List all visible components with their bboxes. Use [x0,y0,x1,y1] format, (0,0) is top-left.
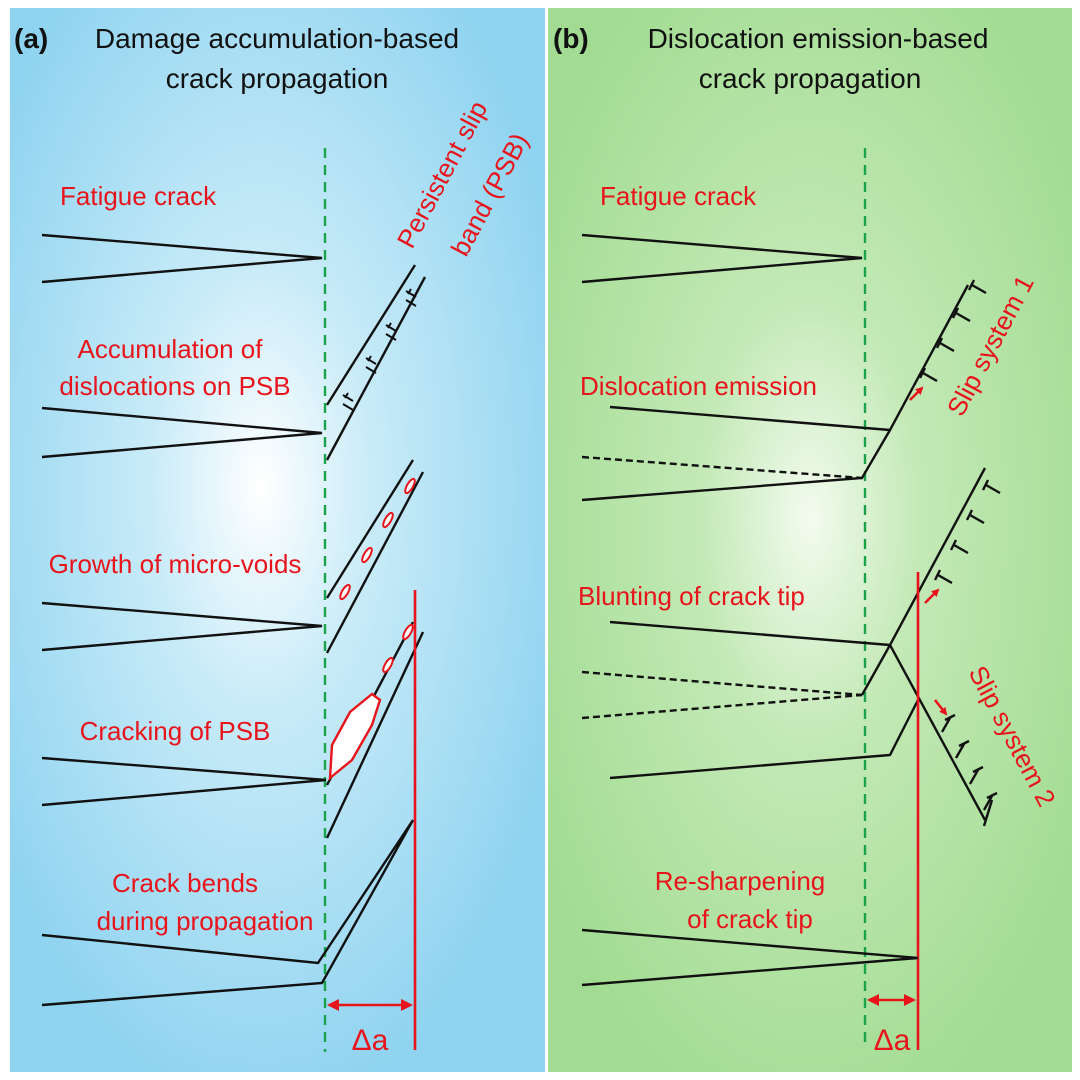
panel-b: (b) Dislocation emission-based crack pro… [548,8,1072,1072]
psb-line [325,459,415,599]
panel-a-title-2: crack propagation [166,63,389,94]
stage-a1-label: Fatigue crack [60,181,217,211]
bent-crack [41,819,415,1007]
stage-b4-label-2: of crack tip [687,904,813,934]
delta-a-label: Δa [352,1024,389,1057]
psb-line [325,276,427,461]
stage-b4-label-1: Re-sharpening [655,866,826,896]
stage-a3-label: Growth of micro-voids [49,549,302,579]
panel-b-title-2: crack propagation [699,63,922,94]
dislocation-symbols [342,288,417,411]
slip-system-2-dislocations [940,713,998,827]
slip-system-1-dislocations [933,479,1001,585]
panel-b-background [548,8,1072,1072]
slip-2-line [888,644,987,821]
previous-crack-flank [581,670,863,697]
stage-a2-label-1: Accumulation of [78,334,264,364]
slip-system-1-dislocations [918,279,987,383]
slip-direction-arrow [924,588,940,604]
psb-crack-void [328,692,382,781]
stage-a5-label-2: during propagation [97,906,314,936]
delta-a-label: Δa [874,1024,911,1057]
micro-void-icons [339,477,416,601]
slip-direction-arrow [933,699,948,716]
panel-a-title-1: Damage accumulation-based [95,23,459,54]
psb-line [325,631,425,839]
fatigue-crack [41,756,327,807]
psb-line [325,264,417,406]
stage-b2-label: Dislocation emission [580,371,817,401]
psb-line [325,471,425,654]
stage-a2-label-2: dislocations on PSB [59,371,290,401]
stage-a4-label: Cracking of PSB [80,716,271,746]
previous-crack-flank [581,693,863,720]
slip-direction-arrow [909,386,924,401]
stage-a5-label-1: Crack bends [112,868,258,898]
panel-a-tag: (a) [14,23,48,54]
crack-flank [609,620,891,647]
crack-flank [609,405,891,432]
crack-flank-slip-1 [581,284,970,502]
previous-crack-flank [581,455,863,480]
stage-b3-label: Blunting of crack tip [578,581,805,611]
fatigue-crack [41,406,323,459]
panel-a-background [10,8,545,1072]
panel-b-title-1: Dislocation emission-based [648,23,989,54]
panel-b-tag: (b) [553,23,589,54]
fatigue-crack [41,233,323,284]
fatigue-crack [581,233,863,284]
stage-b1-label: Fatigue crack [600,181,757,211]
panel-a: (a) Damage accumulation-based crack prop… [10,8,545,1072]
fatigue-crack [41,601,323,652]
micro-void-icons [382,623,414,674]
crack-flank-slip-2 [609,699,920,780]
resharpened-crack [581,928,919,987]
